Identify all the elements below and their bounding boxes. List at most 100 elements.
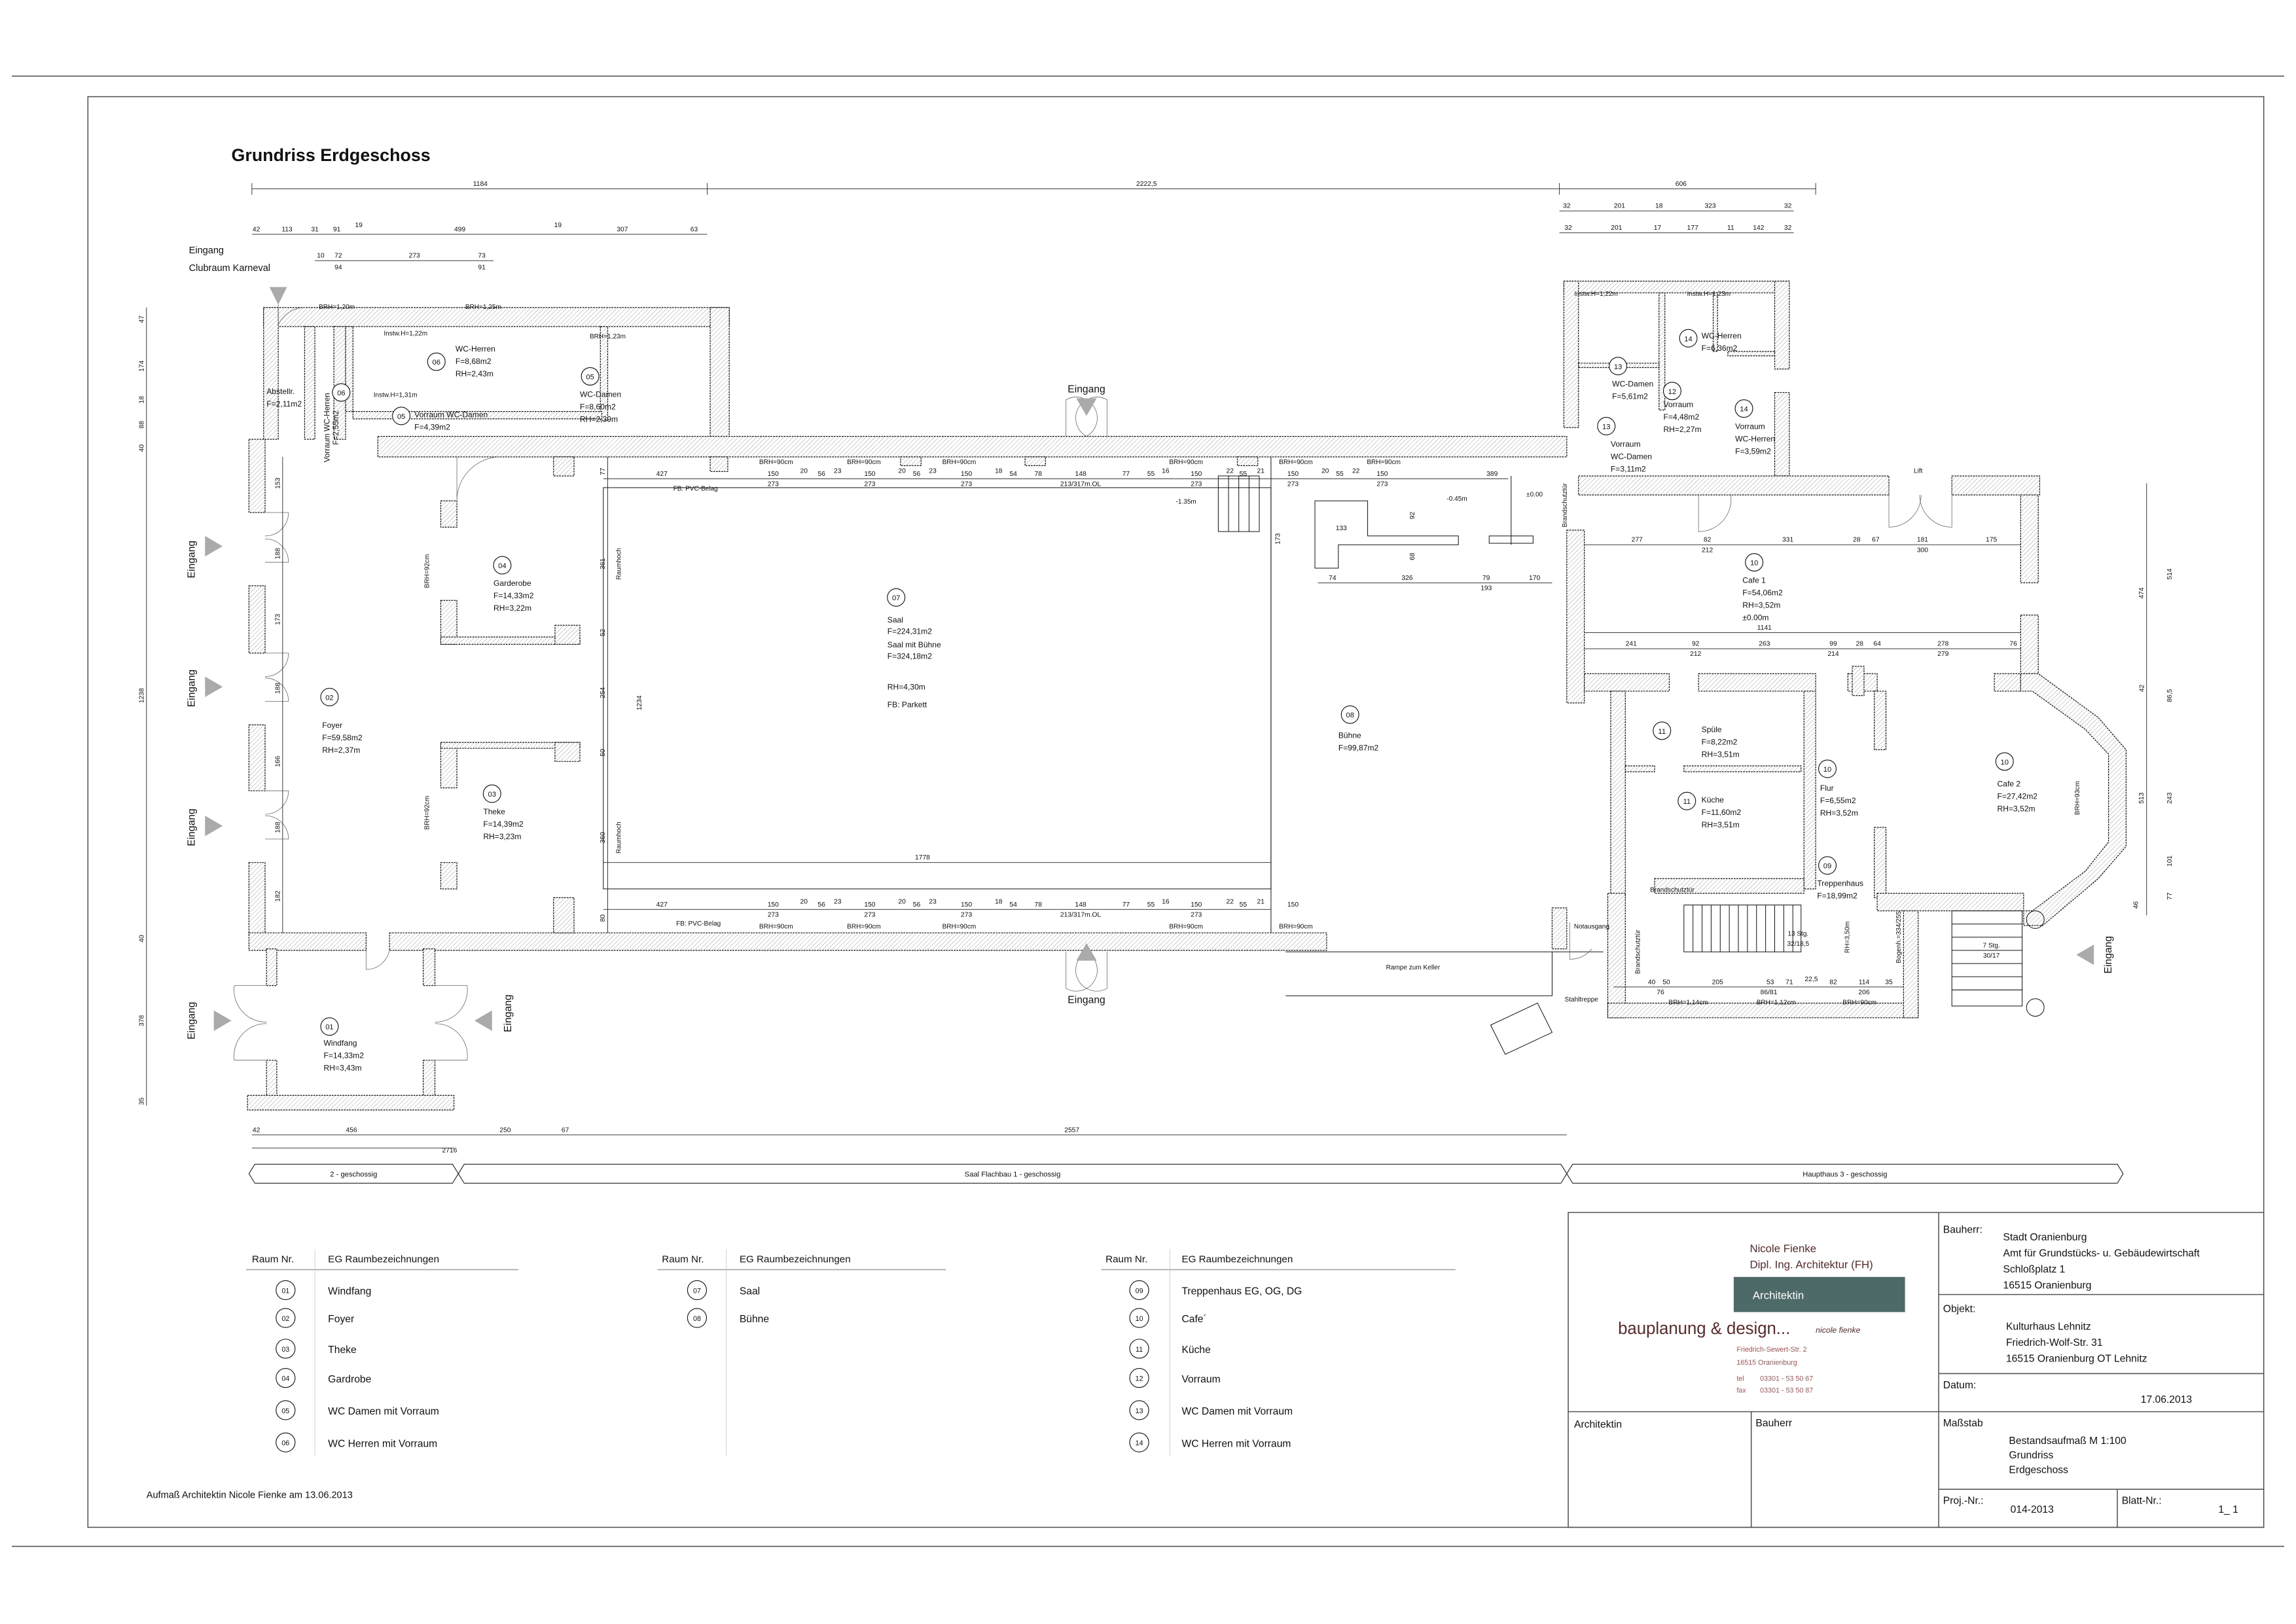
dimension-label: 56: [817, 471, 825, 478]
dimension-label: 273: [1376, 481, 1388, 488]
dimension-label: 17: [1654, 225, 1662, 232]
dimension-label: 31: [311, 226, 319, 233]
door-swing: [278, 288, 305, 325]
dimension-label: 78: [1034, 901, 1042, 909]
plan-annotation: BRH=1,25m: [465, 304, 501, 311]
room-number: 04: [498, 562, 506, 570]
dimension-label: 82: [1829, 979, 1837, 986]
dimension-label: 79: [1482, 575, 1490, 582]
dimension-label: 1778: [915, 854, 930, 861]
plan-annotation: Stahltreppe: [1565, 996, 1599, 1003]
dimension-label: 42: [253, 1127, 260, 1134]
wall: [1774, 280, 1790, 370]
dimension-label: 2222,5: [1136, 181, 1157, 188]
dimension-label: 474: [2138, 587, 2145, 598]
room-text: F=224,31m2: [888, 627, 932, 636]
room-number-circle: [276, 1339, 296, 1359]
room-text: Foyer: [322, 721, 342, 730]
dimension-label: 177: [1687, 225, 1698, 232]
wall: [900, 456, 922, 467]
dimension-label: 92: [1692, 641, 1700, 648]
plan-annotation: Brandschutztür: [1562, 482, 1569, 527]
room-text: F=4,39m2: [414, 423, 450, 432]
dimension-label: 2557: [1064, 1127, 1079, 1134]
dimension-label: 47: [138, 316, 145, 323]
section-bar-label: Saal Flachbau 1 - geschossig: [965, 1171, 1061, 1179]
wall: [422, 1060, 436, 1106]
room-number-circle: [1597, 417, 1616, 435]
plan-annotation: BRH=90cm: [1279, 923, 1313, 930]
plan-annotation: BRH=90cm: [1169, 923, 1203, 930]
legend-room-number: 12: [1136, 1375, 1143, 1383]
datum-label: Datum:: [1943, 1380, 1976, 1391]
dimension-label: 64: [1873, 641, 1881, 648]
pillar: [2026, 911, 2045, 929]
room-number-circle: [1677, 791, 1696, 810]
legend-room-name: Vorraum: [1181, 1374, 1220, 1385]
legend-room-name: Theke: [328, 1344, 357, 1356]
room-text: F=14,39m2: [483, 820, 524, 829]
door-swing: [435, 985, 468, 1022]
wall: [266, 948, 278, 986]
wall: [600, 326, 609, 421]
dimension-label: 77: [1122, 901, 1130, 909]
entrance-label: Eingang: [187, 541, 198, 578]
wall: [1712, 292, 1718, 352]
wall: [422, 948, 436, 986]
legend-room-name: Saal: [740, 1286, 760, 1297]
dimension-label: 101: [2166, 856, 2174, 867]
room-number-circle: [1745, 553, 1764, 572]
dimension-label: 427: [656, 471, 668, 478]
legend-header-name: EG Raumbezeichnungen: [1181, 1254, 1293, 1265]
dimension-label: 35: [138, 1097, 145, 1105]
room-number-circle: [392, 406, 411, 425]
plan-annotation: BRH=90cm: [847, 923, 881, 930]
room-text: Bühne: [1338, 731, 1361, 740]
dimension-label: 22: [1352, 468, 1360, 475]
dimension-label: 92: [1409, 511, 1416, 519]
title-block-frame: [1568, 1212, 2265, 1528]
massstab-line: Bestandsaufmaß M 1:100: [2009, 1435, 2126, 1447]
dimension-label: 273: [409, 253, 420, 260]
room-number: 02: [325, 694, 333, 702]
main-staircase: [1683, 905, 1802, 952]
plan-annotation: BRH=90cm: [1367, 459, 1401, 466]
room-number-circle: [276, 1368, 296, 1388]
footer-note: Aufmaß Architektin Nicole Fienke am 13.0…: [147, 1490, 353, 1501]
entrance-label: Eingang: [189, 245, 224, 256]
dimension-label: 201: [1611, 225, 1622, 232]
wall: [1874, 827, 1887, 898]
plan-annotation: Instw.H=1,23m: [1687, 291, 1731, 298]
dimension-label: 389: [1486, 471, 1498, 478]
pillar: [2026, 998, 2045, 1017]
dimension-label: 32: [1784, 203, 1792, 210]
wall: [248, 862, 266, 935]
logo-city: 16515 Oranienburg: [1736, 1359, 1797, 1367]
logo-badge-text: Architektin: [1753, 1289, 1804, 1301]
section-bar: [1566, 1163, 2124, 1184]
legend-room-name: Küche: [1181, 1344, 1211, 1356]
dimension-label: 606: [1676, 181, 1687, 188]
wall: [2020, 614, 2039, 674]
massstab-line: Erdgeschoss: [2009, 1465, 2068, 1476]
plan-annotation: -1.35m: [1176, 499, 1196, 506]
bauherr-line: 16515 Oranienburg: [2003, 1280, 2091, 1291]
dimension-label: 273: [768, 481, 779, 488]
entrance-arrow-icon: [205, 676, 223, 697]
legend-room-number: 07: [693, 1287, 701, 1295]
logo-tel-label: tel: [1736, 1375, 1744, 1383]
room-text: F=54,06m2: [1742, 588, 1783, 597]
dimension-label: 250: [499, 1127, 511, 1134]
legend-room-number: 05: [281, 1407, 289, 1415]
wall: [248, 585, 266, 654]
dimension-label: 19: [355, 222, 363, 229]
logo-fax: 03301 - 53 50 87: [1760, 1387, 1813, 1395]
